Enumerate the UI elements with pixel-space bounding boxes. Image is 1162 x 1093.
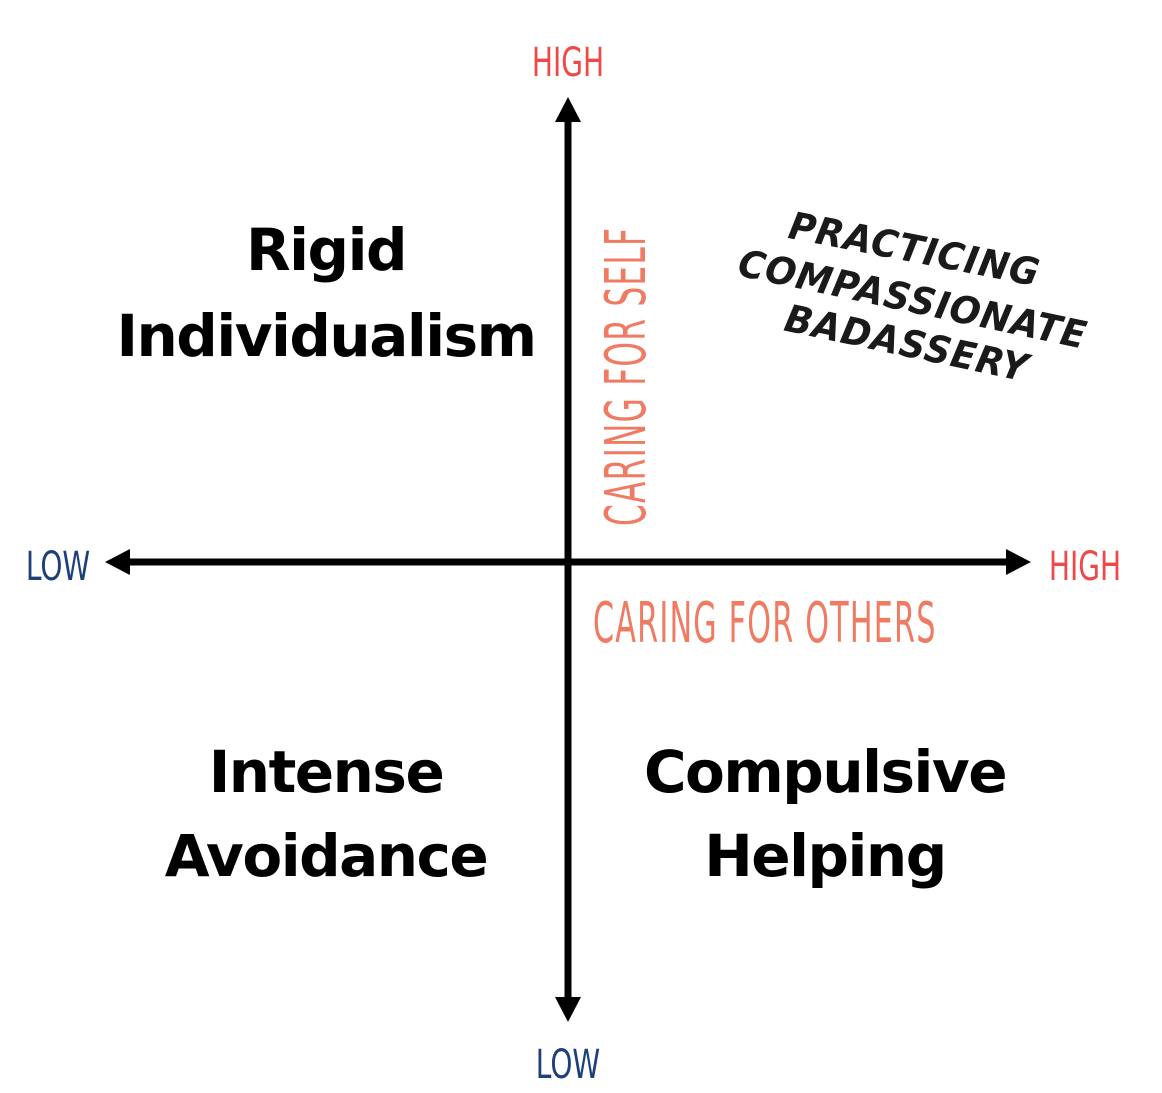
horizontal-axis-left-arrowhead (105, 549, 130, 575)
y-axis-title: CARING FOR SELF (593, 227, 658, 526)
quadrant-top-left: Rigid Individualism (116, 216, 537, 370)
vertical-axis-up-arrowhead (555, 97, 581, 122)
quadrant-top-left-line-2: Individualism (116, 302, 535, 370)
quadrant-bottom-right-line-1: Compulsive (644, 738, 1006, 806)
quadrant-bottom-right-line-2: Helping (704, 822, 945, 890)
quadrant-bottom-left: Intense Avoidance (165, 738, 489, 890)
quadrant-top-left-line-1: Rigid (246, 216, 406, 284)
quadrant-bottom-left-line-2: Avoidance (165, 822, 488, 890)
quadrant-bottom-left-line-1: Intense (209, 738, 444, 806)
x-axis-low-label: LOW (26, 544, 90, 590)
quadrant-top-right: PRACTICING COMPASSIONATE BADASSERY (734, 203, 1091, 391)
y-axis-low-label: LOW (536, 1042, 600, 1088)
y-axis-high-label: HIGH (532, 40, 604, 86)
quadrant-bottom-right: Compulsive Helping (644, 738, 1008, 890)
x-axis-high-label: HIGH (1049, 544, 1121, 590)
x-axis-title: CARING FOR OTHERS (593, 590, 937, 655)
vertical-axis-down-arrowhead (555, 997, 581, 1022)
horizontal-axis-right-arrowhead (1006, 549, 1031, 575)
